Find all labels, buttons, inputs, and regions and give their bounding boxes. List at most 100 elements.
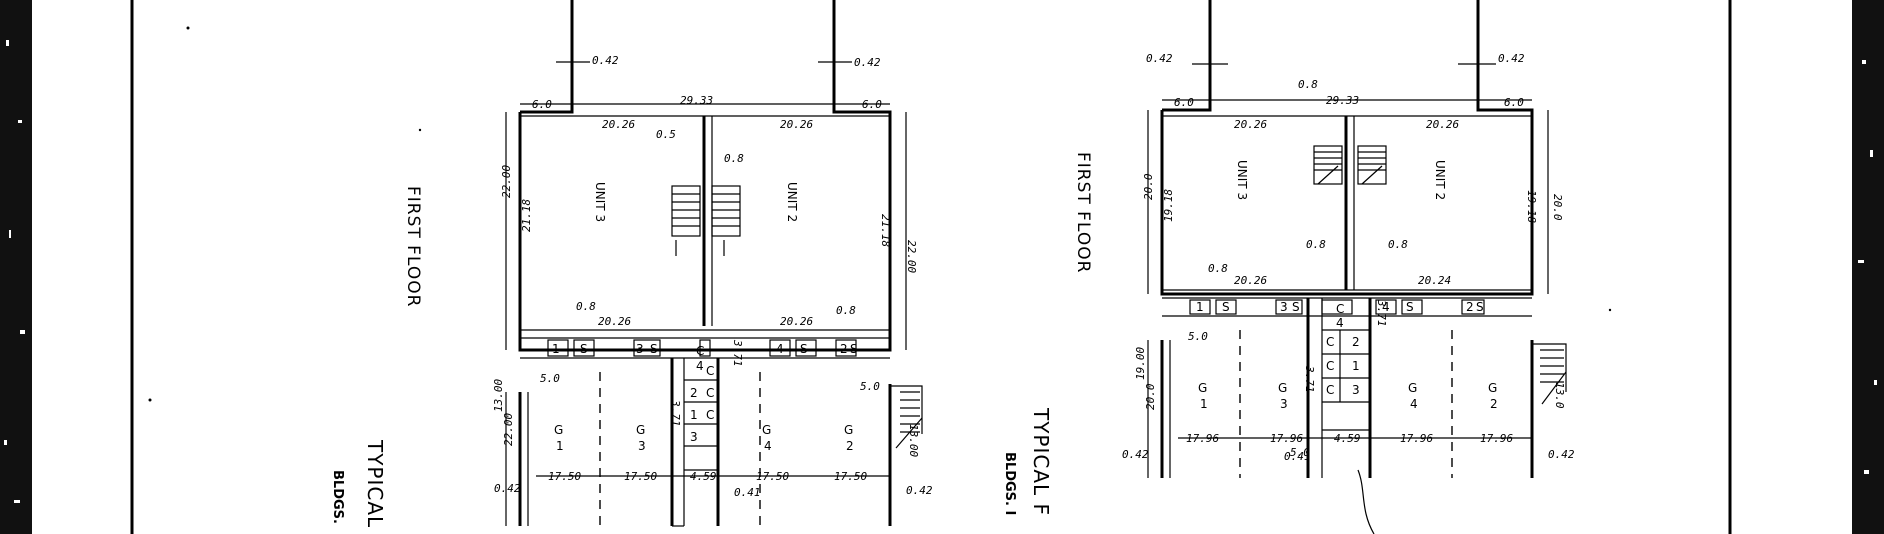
closet-label: 2 [690, 386, 698, 400]
dim-end: 6.0 [1504, 96, 1524, 109]
closet-label: C [1326, 335, 1334, 349]
dim-end: 6.0 [1174, 96, 1194, 109]
dim-unit-width: 20.26 [1426, 118, 1459, 131]
dim-lower-width: 20.26 [598, 315, 631, 328]
dim-garage-length: 17.96 [1270, 432, 1303, 445]
dim-small: 5.0 [1188, 330, 1208, 343]
garage-number: 2 [1490, 397, 1498, 411]
dim-end: 6.0 [532, 98, 552, 111]
dim-side: 20.0 [1142, 173, 1155, 200]
storage-label: 1 [1196, 300, 1204, 314]
garage-number: 3 [638, 439, 646, 453]
dim-garage-length: 17.96 [1186, 432, 1219, 445]
closet-label: C [706, 364, 714, 378]
storage-label: 3 [1280, 300, 1288, 314]
dim-side: 20.0 [1551, 194, 1564, 221]
dim-bottom: 0.42 [1548, 448, 1575, 461]
right-scan-edge [1852, 0, 1884, 534]
left-scan-edge [0, 0, 32, 534]
dim-gap: 0.8 [1208, 262, 1228, 275]
dim-side: 21.18 [520, 199, 533, 232]
dim-offset: 0.42 [854, 56, 881, 69]
garage-label: G [762, 423, 771, 437]
dim-garage-length: 17.50 [548, 470, 581, 483]
dim-offset: 0.42 [1498, 52, 1525, 65]
closet-label: C [696, 344, 704, 358]
dim-garage-side: 19.00 [1134, 347, 1147, 380]
storage-label: S [800, 342, 808, 356]
dim-garage-length: 17.50 [756, 470, 789, 483]
plan-left [505, 0, 923, 527]
floor-label-right: FIRST FLOOR [1073, 152, 1093, 273]
dim-side: 19.18 [1525, 190, 1538, 223]
dim-garage-length: 17.50 [624, 470, 657, 483]
dim-garage-side: 13.00 [907, 424, 920, 457]
dim-bottom: 0.42 [494, 482, 521, 495]
dim-offset: 0.42 [1146, 52, 1173, 65]
dim-garage-side: 13.00 [492, 379, 505, 412]
unit-label-left-b: UNIT 2 [785, 182, 799, 222]
dim-side: 21.18 [879, 214, 892, 247]
dim-bottom: 0.42 [1122, 448, 1149, 461]
title-right: TYPICAL F [1029, 407, 1053, 516]
closet-label: 1 [690, 408, 698, 422]
dim-closet: 3.71 [669, 399, 682, 427]
dim-lower-width: 20.26 [1234, 274, 1267, 287]
garage-number: 1 [556, 439, 564, 453]
dim-lower-width: 20.26 [780, 315, 813, 328]
dim-top-width: 29.33 [1326, 94, 1359, 107]
dim-closet: 3.71 [1303, 365, 1316, 393]
closet-label: C [706, 386, 714, 400]
closet-label: C [1336, 302, 1344, 316]
dim-gap: 0.8 [1388, 238, 1408, 251]
storage-label: 1 [552, 342, 560, 356]
storage-label: S [1222, 300, 1230, 314]
storage-label: 3 [636, 342, 644, 356]
dim-unit-width: 20.26 [602, 118, 635, 131]
storage-label: S [650, 342, 658, 356]
dim-small: 5.0 [1290, 446, 1310, 459]
closet-label: C [706, 408, 714, 422]
dim-garage-length: 17.96 [1480, 432, 1513, 445]
closet-label: C [1326, 383, 1334, 397]
subtitle-left: BLDGS. [330, 470, 345, 524]
storage-label: 4 [776, 342, 784, 356]
plan-right [1147, 0, 1567, 534]
storage-label: S [1406, 300, 1414, 314]
garage-label: G [1488, 381, 1497, 395]
garage-label: G [636, 423, 645, 437]
garage-number: 4 [1410, 397, 1418, 411]
closet-label: C [1326, 359, 1334, 373]
closet-label: 3 [1352, 383, 1360, 397]
closet-label: 3 [690, 430, 698, 444]
dim-small: 5.0 [540, 372, 560, 385]
storage-label: 2 [840, 342, 848, 356]
garage-number: 3 [1280, 397, 1288, 411]
dim-bottom: 0.41 [1284, 450, 1311, 463]
garage-label: G [1198, 381, 1207, 395]
dim-gap: 0.5 [656, 128, 676, 141]
title-left: TYPICAL [363, 439, 387, 528]
storage-label: S [580, 342, 588, 356]
dim-side: 22.00 [905, 240, 918, 273]
subtitle-right: BLDGS. I [1002, 452, 1017, 515]
storage-label: 2 [1466, 300, 1474, 314]
dim-end: 6.0 [862, 98, 882, 111]
closet-label: 2 [1352, 335, 1360, 349]
unit-label-left-a: UNIT 3 [593, 182, 607, 222]
dim-gap: 0.8 [576, 300, 596, 313]
storage-label: S [850, 342, 858, 356]
garage-label: G [1408, 381, 1417, 395]
dim-garage-side: 13.0 [1553, 382, 1566, 409]
dim-side: 22.00 [500, 165, 513, 198]
dim-top-width: 29.33 [680, 94, 713, 107]
dim-side: 19.18 [1162, 189, 1175, 222]
garage-label: G [554, 423, 563, 437]
garage-number: 4 [764, 439, 772, 453]
dim-small: 5.0 [860, 380, 880, 393]
dim-garage-length: 17.96 [1400, 432, 1433, 445]
storage-label: S [1476, 300, 1484, 314]
dim-corridor: 4.59 [1334, 432, 1361, 445]
garage-number: 2 [846, 439, 854, 453]
